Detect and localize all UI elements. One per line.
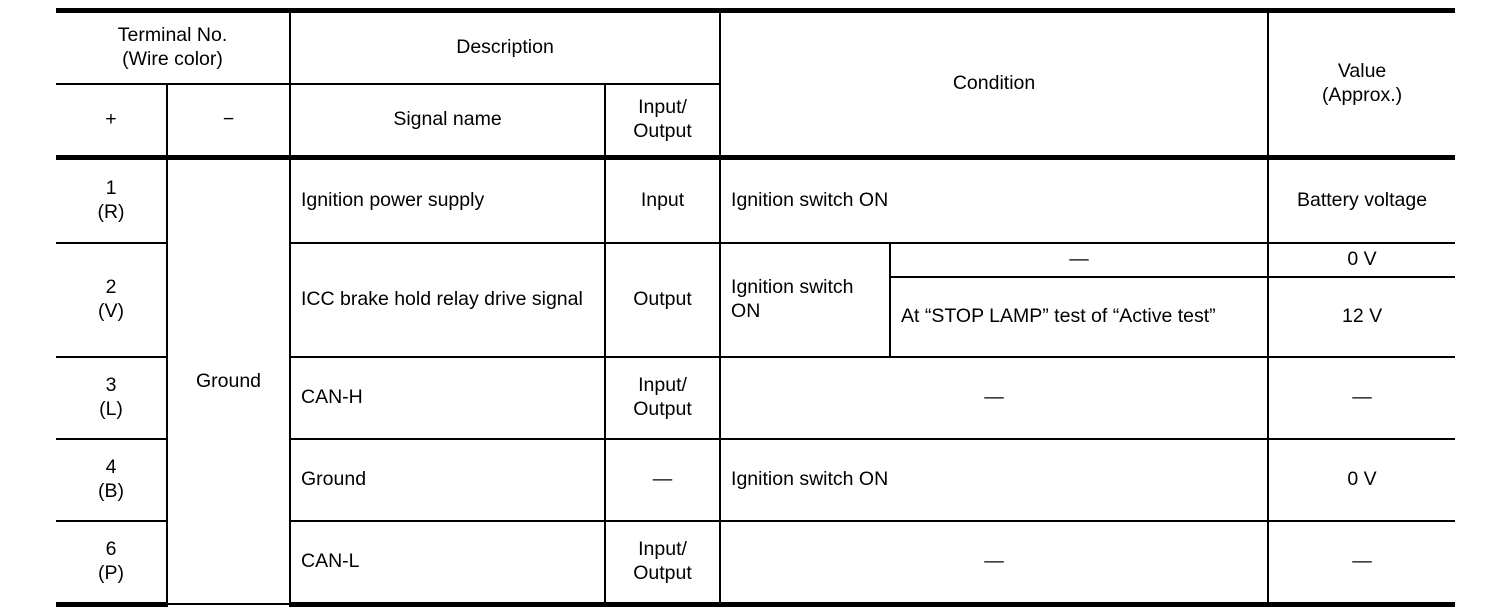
terminal-number: 4 <box>105 456 117 478</box>
cell-terminal-no: 6 (P) <box>56 519 168 607</box>
header-terminal-no: Terminal No. (Wire color) <box>56 8 292 85</box>
cell-signal-name: Ground <box>289 437 607 522</box>
cell-terminal-no: 1 (R) <box>56 156 168 244</box>
cell-terminal-no: 4 (B) <box>56 437 168 522</box>
table-row: 2 (V) ICC brake hold relay drive signal … <box>56 242 1456 358</box>
header-input-output-line2: Output <box>633 120 692 142</box>
cell-condition-sub: At “STOP LAMP” test of “Active test” <box>890 275 1270 358</box>
header-row-top: Terminal No. (Wire color) Description Co… <box>56 8 1456 160</box>
cell-condition: Ignition switch ON <box>719 156 1270 244</box>
terminal-specification-table: Terminal No. (Wire color) Description Co… <box>56 8 1456 607</box>
cell-input-output: Input/ Output <box>604 355 722 440</box>
table-body: 1 (R) Ground Ignition power supply Input… <box>56 156 1456 607</box>
header-input-output: Input/ Output <box>604 83 721 160</box>
input-output-line2: Output <box>633 561 692 584</box>
wire-color: (V) <box>98 299 124 322</box>
input-output-line2: Output <box>633 397 692 420</box>
header-value-line2: (Approx.) <box>1321 84 1403 106</box>
header-minus: − <box>165 83 292 160</box>
cell-input-output: Output <box>604 242 722 358</box>
cell-value: 0 V <box>1267 242 1456 278</box>
header-input-output-line1: Input/ <box>638 96 687 119</box>
cell-terminal-no: 3 (L) <box>56 355 168 440</box>
table-header: Terminal No. (Wire color) Description Co… <box>56 8 1456 160</box>
header-value: Value (Approx.) <box>1267 8 1456 160</box>
wire-color: (R) <box>97 201 125 223</box>
header-terminal-no-line2: (Wire color) <box>122 48 223 70</box>
cell-condition: — <box>719 355 1270 440</box>
cell-value: — <box>1267 355 1456 440</box>
table-row: At “STOP LAMP” test of “Active test” 12 … <box>56 275 1456 358</box>
document-page: Terminal No. (Wire color) Description Co… <box>56 8 1456 607</box>
cell-value: 12 V <box>1267 275 1456 358</box>
cell-input-output: Input/ Output <box>604 519 722 607</box>
terminal-number: 6 <box>105 538 117 560</box>
cell-signal-name: CAN-H <box>289 355 607 440</box>
wire-color: (B) <box>98 479 124 502</box>
header-value-line1: Value <box>1337 60 1387 83</box>
table-row: 4 (B) Ground — Ignition switch ON 0 V <box>56 437 1456 522</box>
cell-value: 0 V <box>1267 437 1456 522</box>
cell-condition-sub: — <box>889 242 1270 278</box>
header-row-sub: + − Signal name Input/ Output <box>56 83 1455 160</box>
header-plus: + <box>56 83 168 160</box>
cell-input-output: — <box>604 437 722 522</box>
header-condition: Condition <box>719 8 1270 160</box>
cell-input-output: Input <box>604 156 722 244</box>
cell-condition-group: Ignition switch ON <box>719 242 892 358</box>
header-description: Description <box>289 8 722 85</box>
cell-condition: Ignition switch ON <box>719 437 1270 522</box>
header-terminal-no-line1: Terminal No. <box>117 24 228 47</box>
terminal-number: 1 <box>105 177 117 200</box>
header-signal-name: Signal name <box>289 83 607 160</box>
cell-signal-name: ICC brake hold relay drive signal <box>289 242 607 358</box>
terminal-number: 2 <box>105 276 117 299</box>
cell-signal-name: Ignition power supply <box>289 156 607 244</box>
cell-condition: — <box>719 519 1270 607</box>
cell-signal-name: CAN-L <box>289 519 607 607</box>
cell-terminal-no: 2 (V) <box>56 242 168 358</box>
wire-color: (L) <box>99 397 123 420</box>
table-row: 1 (R) Ground Ignition power supply Input… <box>56 156 1456 606</box>
input-output-line1: Input/ <box>638 538 687 560</box>
cell-value: — <box>1267 519 1456 607</box>
input-output-line1: Input/ <box>638 374 687 396</box>
wire-color: (P) <box>98 561 124 584</box>
terminal-number: 3 <box>105 374 117 396</box>
table-row: 3 (L) CAN-H Input/ Output — — <box>56 355 1456 440</box>
cell-ground-merged: Ground <box>165 156 292 606</box>
cell-value: Battery voltage <box>1267 156 1456 244</box>
